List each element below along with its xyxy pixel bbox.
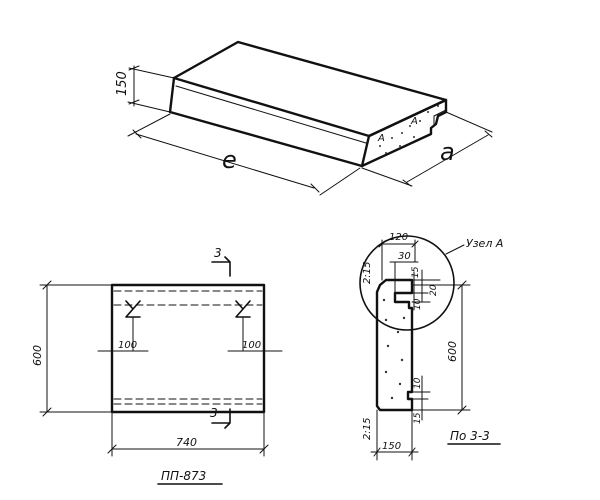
bottom-edge-label: 2:15	[362, 418, 373, 440]
section-height-dim-lines	[411, 280, 471, 415]
top-groove-c-label: 10	[413, 298, 423, 310]
bottom-groove-b-label: 15	[413, 412, 423, 424]
slab-front-face	[168, 76, 371, 168]
bottom-width-dim-lines	[370, 409, 419, 461]
top-groove-a-label: 15	[411, 266, 421, 278]
top-groove-b-label: 20	[429, 284, 439, 296]
plan-view: 3 600 100 100 3 740 ПП-873	[31, 246, 283, 485]
slab-end-face	[360, 98, 448, 168]
width-dim-lines	[361, 111, 493, 187]
lifting-loop-right	[235, 300, 251, 318]
slab-end-groove	[433, 109, 447, 127]
length-dim-lines	[127, 113, 361, 196]
plan-width-dim-lines	[107, 411, 269, 457]
section-mark-bottom: 3	[210, 406, 218, 420]
section-mark-top: 3	[214, 246, 222, 260]
top-offset-dim-lines	[389, 261, 419, 294]
section-marker-top	[211, 256, 231, 277]
height-dim-lines	[127, 65, 175, 113]
width-label: a	[440, 138, 455, 166]
node-mark-a-1: A	[377, 133, 385, 144]
bottom-groove-dim-lines	[411, 375, 431, 421]
inset-right-label: 100	[242, 340, 261, 351]
section-height-label: 600	[446, 341, 459, 362]
length-label: e	[222, 146, 237, 174]
bottom-width-label: 150	[382, 441, 401, 452]
top-width-label: 120	[389, 232, 408, 243]
plan-width-label: 740	[176, 436, 197, 449]
height-label: 150	[115, 71, 130, 96]
top-offset-label: 30	[398, 251, 411, 262]
section-profile	[375, 278, 414, 412]
end-face-concrete-hatch	[379, 105, 439, 154]
isometric-view: A A 150 e a	[115, 40, 493, 196]
node-callout: Узел А	[466, 237, 503, 250]
plan-height-dim-lines	[39, 280, 113, 417]
section-concrete-hatch	[382, 298, 406, 400]
inset-left-dim-lines	[97, 316, 149, 352]
section-view: Узел А 120 30 15 20 10 2:15 600	[359, 232, 503, 461]
lifting-loop-left	[125, 300, 141, 318]
top-edge-label: 2:15	[362, 262, 373, 284]
node-mark-a-2: A	[410, 116, 418, 127]
node-a-circle	[359, 235, 455, 331]
section-marker-bottom	[211, 408, 231, 429]
plan-caption: ПП-873	[161, 469, 206, 483]
inset-left-label: 100	[118, 340, 137, 351]
plan-height-label: 600	[31, 345, 44, 366]
slab-top-face	[172, 40, 448, 138]
bottom-groove-a-label: 10	[413, 377, 423, 389]
slab-chamfer-line	[175, 85, 367, 144]
top-groove-dim-lines	[411, 269, 441, 311]
node-a-leader	[445, 244, 465, 255]
top-width-dim-lines	[378, 239, 419, 281]
inset-right-dim-lines	[227, 316, 283, 352]
section-caption: По 3-3	[450, 429, 490, 443]
